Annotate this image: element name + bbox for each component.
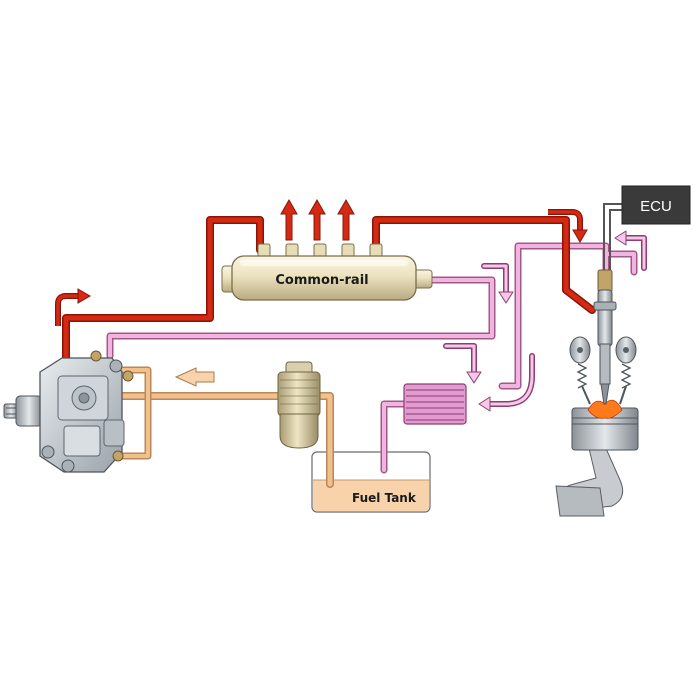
common-rail: Common-rail — [221, 243, 433, 301]
fuel-tank-label: Fuel Tank — [352, 491, 417, 505]
ecu-label: ECU — [640, 198, 672, 215]
return-arrow-rail — [481, 263, 514, 304]
engine-cylinder — [555, 336, 639, 517]
return-arrow-pipe — [443, 343, 482, 384]
ecu: ECU — [603, 185, 691, 292]
common-rail-label: Common-rail — [275, 273, 368, 288]
injector — [593, 269, 617, 405]
fuel-filter — [277, 361, 321, 449]
return-arrow-ecu — [614, 230, 647, 271]
return-flow-arrows — [443, 230, 647, 412]
high-pressure-pump — [3, 350, 134, 473]
supply-flow-arrow — [174, 367, 215, 387]
fuel-cooler — [403, 383, 467, 425]
high-pressure-arrows — [55, 198, 588, 326]
pump-outlet-arrow — [55, 288, 91, 326]
high-pressure-lines — [62, 216, 596, 382]
rail-outlet-arrows — [280, 198, 355, 241]
return-arrow-injector — [478, 353, 535, 412]
fuel-tank — [311, 451, 431, 513]
injector-feed-arrow — [548, 209, 588, 243]
